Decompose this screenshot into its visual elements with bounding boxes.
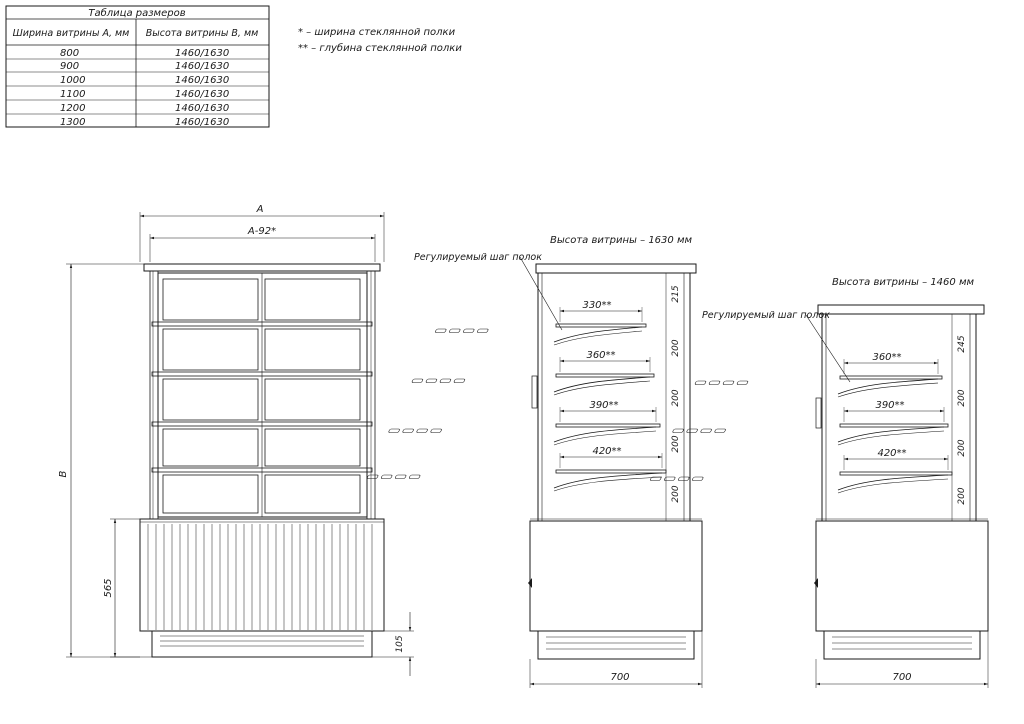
bracket-slot bbox=[449, 328, 461, 333]
bracket-slot bbox=[381, 474, 393, 479]
bracket-slot bbox=[425, 378, 438, 383]
front-view: A A-92* B 565 105 bbox=[58, 204, 414, 676]
dim-a92-label: A-92* bbox=[247, 226, 276, 237]
bracket-slot bbox=[367, 474, 379, 479]
side-1460-step: 245 bbox=[957, 335, 967, 352]
table-cell: 1460/1630 bbox=[175, 61, 229, 72]
shelf-bracket bbox=[837, 478, 949, 494]
table-cell: 1200 bbox=[60, 103, 85, 114]
table-header-width: Ширина витрины А, мм bbox=[13, 28, 130, 39]
shelf-depth-label: 330** bbox=[582, 300, 611, 311]
table-cell: 1460/1630 bbox=[175, 89, 229, 100]
shelf-bracket bbox=[553, 476, 663, 492]
note-shelf-depth: ** – глубина стеклянной полки bbox=[298, 42, 462, 54]
bracket-slot bbox=[708, 380, 721, 385]
table-cell: 1460/1630 bbox=[175, 103, 229, 114]
bracket-slot bbox=[672, 428, 684, 433]
side-1630-step: 200 bbox=[671, 485, 681, 502]
side-1630-title: Высота витрины – 1630 мм bbox=[550, 235, 693, 246]
shelf-glass bbox=[555, 373, 655, 378]
bracket-slot bbox=[736, 380, 749, 385]
shelf-bracket bbox=[553, 330, 643, 346]
table-cell: 1100 bbox=[60, 89, 85, 100]
side-1630-step: 200 bbox=[671, 435, 681, 452]
bracket-slot bbox=[402, 428, 414, 433]
bracket-slot bbox=[714, 428, 726, 433]
side-1460-step: 200 bbox=[957, 439, 967, 456]
table-title: Таблица размеров bbox=[88, 7, 185, 19]
shelf-bracket bbox=[837, 474, 949, 491]
side-1460-depth: 700 bbox=[892, 672, 911, 683]
bracket-slot bbox=[439, 378, 452, 383]
side-1460-step: 200 bbox=[957, 389, 967, 406]
side-1460-step: 200 bbox=[957, 487, 967, 504]
size-table: Таблица размеров Ширина витрины А, мм Вы… bbox=[5, 5, 270, 128]
shelf-bracket bbox=[553, 472, 663, 489]
bracket-slot bbox=[722, 380, 735, 385]
note-shelf-width: * – ширина стеклянной полки bbox=[298, 27, 456, 38]
shelf-depth-label: 420** bbox=[877, 448, 906, 459]
side-1630-step: 200 bbox=[671, 339, 681, 356]
table-cell: 800 bbox=[60, 48, 79, 59]
bracket-slot bbox=[686, 428, 698, 433]
side-view-1630: Высота витрины – 1630 мм 330** 360** 390**… bbox=[367, 235, 703, 688]
table-cell: 1000 bbox=[60, 75, 85, 86]
side-1630-depth: 700 bbox=[610, 672, 629, 683]
bracket-slot bbox=[477, 328, 489, 333]
shelf-glass bbox=[839, 375, 943, 380]
shelf-glass bbox=[555, 423, 661, 428]
shelf-bracket bbox=[553, 326, 643, 343]
shelf-bracket bbox=[837, 378, 939, 395]
shelf-bracket bbox=[837, 430, 945, 446]
dim-565-label: 565 bbox=[103, 578, 114, 597]
bracket-slot bbox=[664, 476, 676, 481]
bracket-slot bbox=[700, 428, 712, 433]
bracket-slot bbox=[411, 378, 424, 383]
table-header-height: Высота витрины В, мм bbox=[146, 28, 259, 39]
bracket-slot bbox=[395, 474, 407, 479]
dim-105-label: 105 bbox=[395, 635, 405, 652]
side-1630-callout: Регулируемый шаг полок bbox=[414, 252, 542, 263]
shelf-glass bbox=[839, 423, 949, 428]
shelf-glass bbox=[839, 471, 953, 476]
dim-b-label: B bbox=[58, 470, 69, 477]
shelf-glass bbox=[555, 469, 667, 474]
table-cell: 1460/1630 bbox=[175, 48, 229, 59]
shelf-glass bbox=[555, 323, 647, 328]
shelf-depth-label: 420** bbox=[592, 446, 621, 457]
shelf-depth-label: 390** bbox=[875, 400, 904, 411]
side-view-1460: Высота витрины – 1460 мм 360** 390** 420**… bbox=[650, 277, 989, 688]
bracket-slot bbox=[388, 428, 400, 433]
shelf-bracket bbox=[553, 376, 651, 393]
bracket-slot bbox=[692, 476, 704, 481]
bracket-slot bbox=[678, 476, 690, 481]
side-1460-title: Высота витрины – 1460 мм bbox=[832, 277, 975, 288]
shelf-bracket bbox=[837, 426, 945, 443]
bracket-slot bbox=[435, 328, 447, 333]
table-cell: 1460/1630 bbox=[175, 117, 229, 128]
bracket-slot bbox=[650, 476, 662, 481]
bracket-slot bbox=[463, 328, 475, 333]
side-1460-callout: Регулируемый шаг полок bbox=[702, 310, 830, 321]
bracket-slot bbox=[453, 378, 466, 383]
shelf-depth-label: 360** bbox=[586, 350, 615, 361]
bracket-slot bbox=[416, 428, 428, 433]
table-cell: 1300 bbox=[60, 117, 85, 128]
shelf-bracket bbox=[553, 380, 651, 396]
bracket-slot bbox=[409, 474, 421, 479]
side-1630-step: 200 bbox=[671, 389, 681, 406]
table-cell: 1460/1630 bbox=[175, 75, 229, 86]
side-1630-step: 215 bbox=[671, 285, 681, 302]
bracket-slot bbox=[430, 428, 442, 433]
shelf-bracket bbox=[553, 426, 657, 443]
dim-a-label: A bbox=[256, 204, 264, 215]
shelf-depth-label: 360** bbox=[872, 352, 901, 363]
bracket-slot bbox=[694, 380, 707, 385]
table-cell: 900 bbox=[60, 61, 79, 72]
shelf-bracket bbox=[553, 430, 657, 446]
shelf-depth-label: 390** bbox=[589, 400, 618, 411]
shelf-bracket bbox=[837, 382, 939, 398]
